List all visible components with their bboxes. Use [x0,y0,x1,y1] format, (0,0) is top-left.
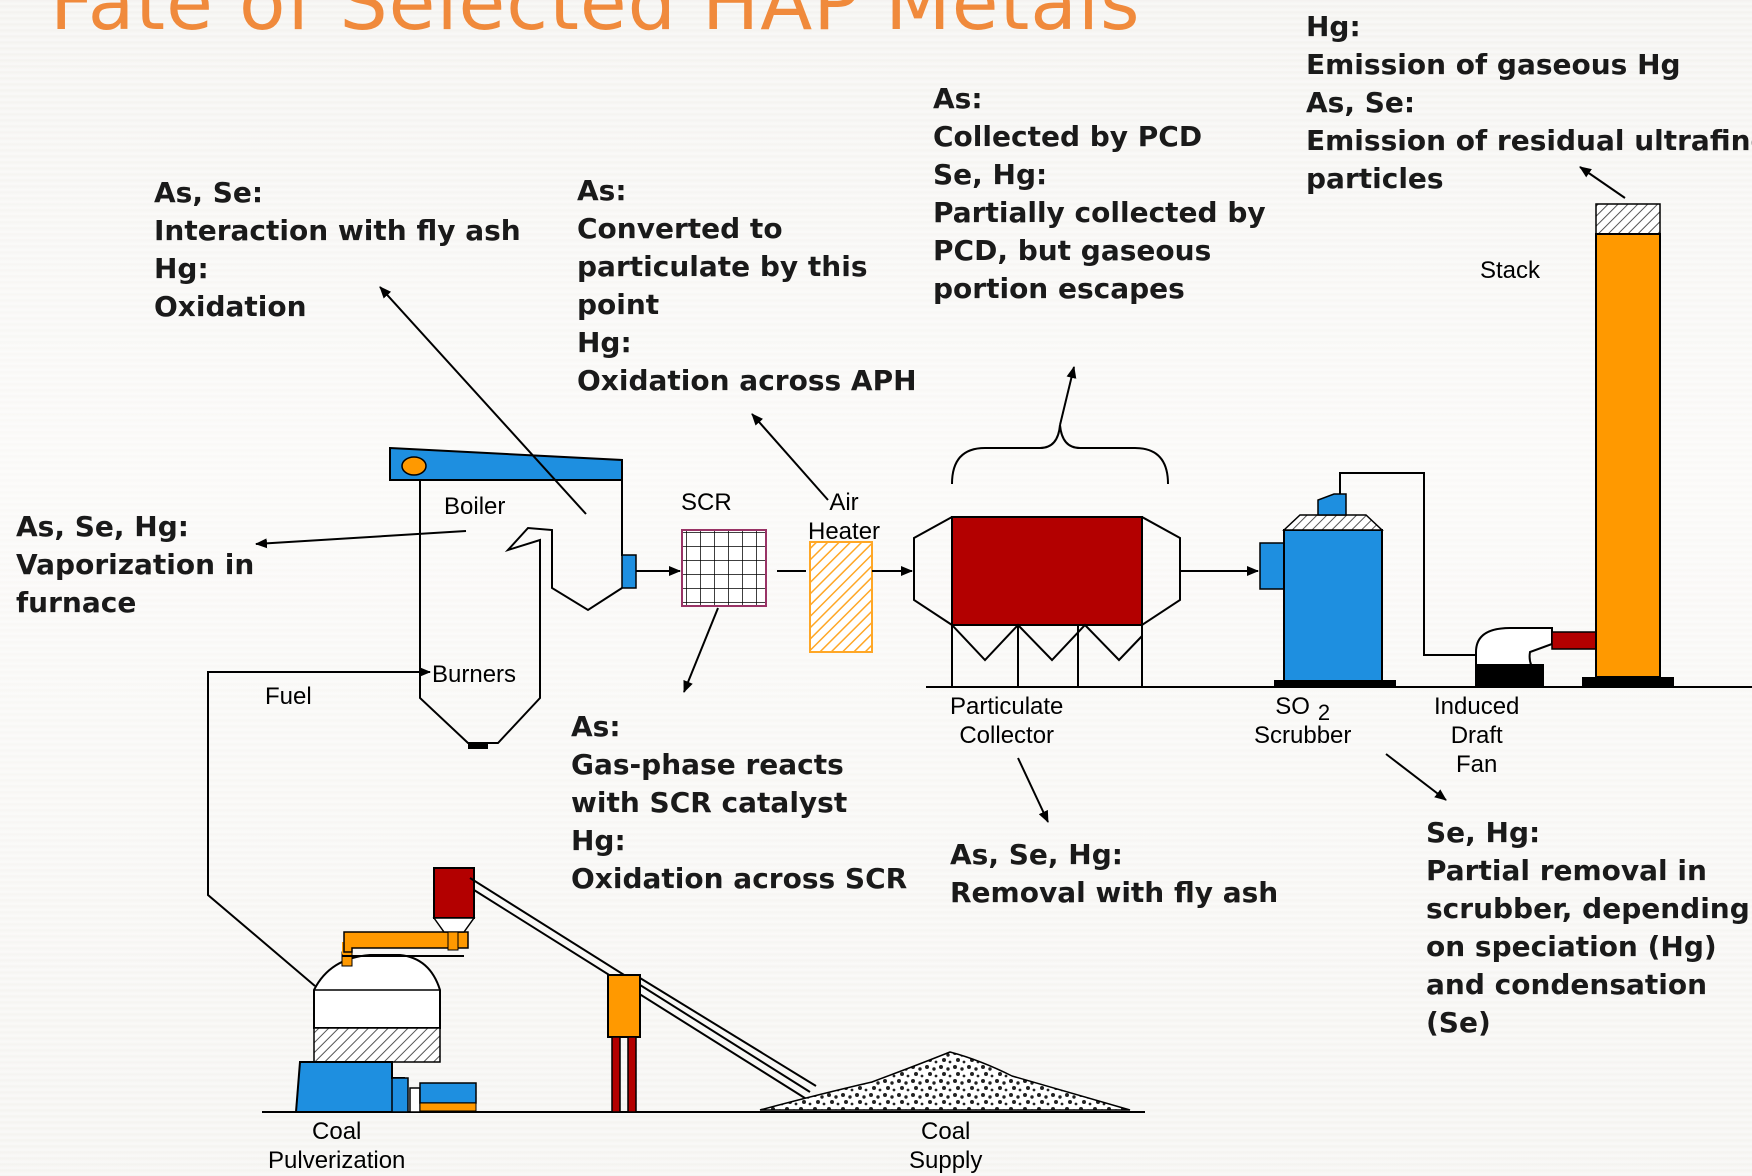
fuel-line [207,667,431,987]
label-boiler: Boiler [444,493,506,520]
arrow-to-furnace-note [255,530,467,549]
note-scr-reaction: As: Gas-phase reacts with SCR catalyst H… [571,710,908,895]
coal-conveyor [469,877,817,1113]
note-stack-emission: Hg: Emission of gaseous Hg As, Se: Emiss… [1306,10,1752,195]
boiler [389,446,637,749]
note-boiler-interaction: As, Se: Interaction with fly ash Hg: Oxi… [154,176,521,323]
stack [1582,203,1674,687]
coal-bunker [432,867,476,951]
boiler-outlet-nozzle [621,554,637,589]
label-stack: Stack [1480,257,1541,284]
label-induced-draft-fan: Induced Draft Fan [1434,693,1520,778]
air-heater-unit [809,541,873,653]
arrow-to-aph-note [751,413,829,501]
label-scr: SCR [681,489,732,516]
note-furnace-vaporization: As, Se, Hg: Vaporization in furnace [16,510,255,619]
note-flyash-removal: As, Se, Hg: Removal with fly ash [950,838,1279,909]
arrow-to-flyash-note [1017,757,1049,823]
so2-scrubber [1259,472,1476,688]
induced-draft-fan [1475,627,1607,687]
note-scrubber-removal: Se, Hg: Partial removal in scrubber, dep… [1426,816,1750,1039]
arrow-to-boiler-note [379,286,587,515]
label-fuel: Fuel [265,683,312,710]
label-coal-supply: Coal Supply [909,1118,983,1174]
label-coal-pulverization: Coal Pulverization [268,1118,406,1174]
note-pcd-collection: As: Collected by PCD Se, Hg: Partially c… [933,82,1266,305]
label-air-heater: Air Heater [808,489,881,545]
slide-title: Fate of Selected HAP Metals [50,0,1141,47]
scr-unit [681,529,767,607]
arrow-to-scr-note [683,607,719,693]
label-particulate-collector: Particulate Collector [950,693,1064,749]
label-burners: Burners [432,661,517,688]
particulate-collector [913,516,1181,687]
coal-pile [759,1051,1131,1111]
coal-pulverizer [294,931,477,1113]
arrow-to-stack-note [1579,166,1626,199]
note-aph-conversion: As: Converted to particulate by this poi… [577,174,917,397]
boiler-burner-port [401,456,427,476]
pcd-brace [951,424,1169,485]
arrow-to-scrubber-note [1385,753,1447,801]
